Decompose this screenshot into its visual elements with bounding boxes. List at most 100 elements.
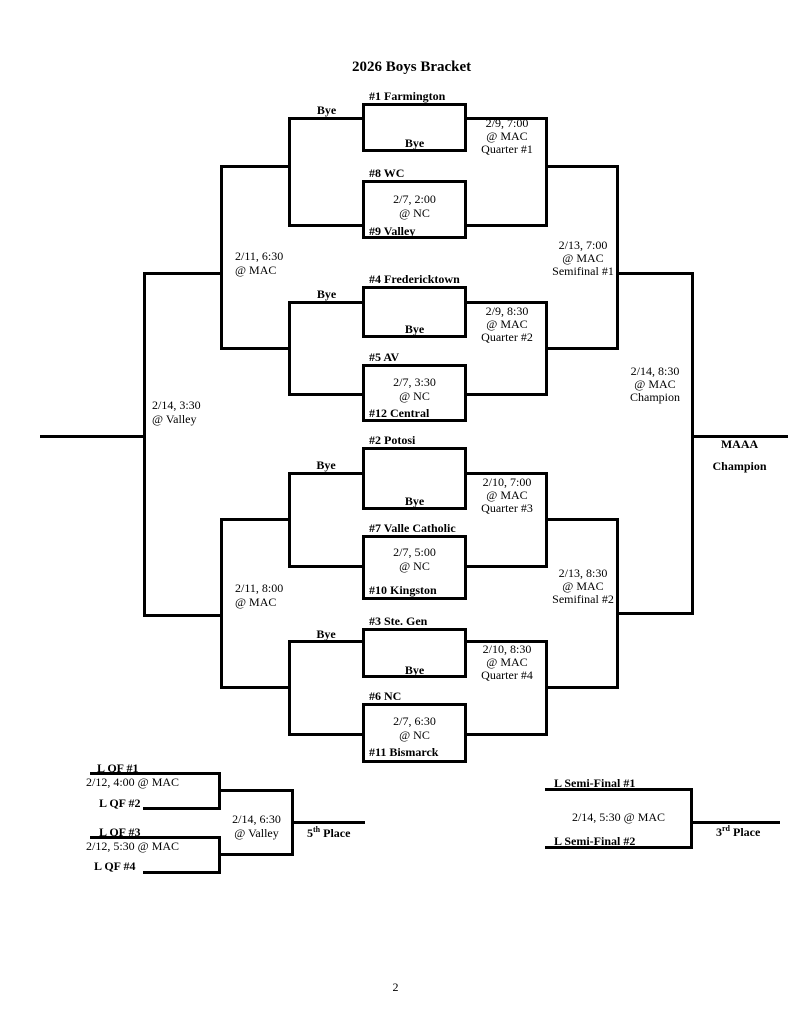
game-venue: @ MAC — [562, 579, 604, 593]
quarter-label: 2/9, 8:30 @ MAC Quarter #2 — [467, 305, 547, 344]
quarter-label: 2/10, 8:30 @ MAC Quarter #4 — [467, 643, 547, 682]
bracket-line — [545, 518, 619, 521]
bracket-line — [290, 224, 362, 227]
bracket-line — [220, 518, 290, 521]
game-box — [362, 628, 467, 678]
place-text: Place — [730, 825, 761, 839]
bracket-line — [220, 165, 290, 168]
bracket-line — [290, 640, 362, 643]
game-datetime: 2/11, 8:00 — [235, 581, 284, 595]
game-venue: @ Valley — [234, 826, 279, 840]
game-venue: @ MAC — [562, 251, 604, 265]
consolation-entry: L QF #2 — [99, 796, 141, 810]
bracket-line — [290, 565, 362, 568]
bracket-line — [464, 224, 548, 227]
bracket-line — [545, 347, 619, 350]
game-datetime: 2/14, 8:30 — [630, 364, 680, 378]
bracket-line — [691, 272, 694, 615]
place-ordinal: th — [313, 825, 321, 834]
game-info: 2/7, 2:00 @ NC — [362, 192, 467, 220]
quarter-venue: @ MAC — [486, 129, 528, 143]
box-bye-label: Bye — [404, 494, 425, 508]
game-name: Semifinal #1 — [552, 264, 614, 278]
bracket-line — [90, 836, 221, 839]
game-datetime: 2/13, 8:30 — [558, 566, 608, 580]
semifinal-label: 2/13, 8:30 @ MAC Semifinal #2 — [548, 567, 618, 606]
game-venue: @ NC — [399, 559, 430, 573]
bracket-line — [290, 117, 363, 120]
bracket-line — [220, 518, 223, 689]
game-info: 2/7, 6:30 @ NC — [362, 714, 467, 742]
game-box — [362, 447, 467, 510]
semifinal-label: 2/13, 7:00 @ MAC Semifinal #1 — [548, 239, 618, 278]
game-venue: @ MAC — [235, 263, 277, 277]
bracket-line — [143, 807, 221, 810]
bracket-line — [288, 117, 291, 227]
game-box — [362, 103, 467, 152]
bracket-line — [40, 435, 146, 438]
seed-label: #4 Fredericktown — [369, 272, 460, 286]
quarter-name: Quarter #4 — [481, 668, 533, 682]
bye-label: Bye — [316, 458, 336, 472]
game-info: 2/7, 3:30 @ NC — [362, 375, 467, 403]
bracket-line — [616, 165, 619, 350]
quarter-label: 2/9, 7:00 @ MAC Quarter #1 — [467, 117, 547, 156]
consolation-entry: L QF #1 — [97, 761, 139, 775]
bracket-line — [464, 117, 548, 120]
consolation-entry: L Semi-Final #1 — [554, 776, 636, 790]
game-box — [362, 180, 467, 239]
game-datetime: 2/13, 7:00 — [558, 238, 608, 252]
game-venue: @ MAC — [235, 595, 277, 609]
consolation-entry: L Semi-Final #2 — [554, 834, 636, 848]
left-final-label: 2/14, 3:30 @ Valley — [152, 398, 201, 426]
quarter-name: Quarter #2 — [481, 330, 533, 344]
consolation-game-info: 2/12, 5:30 @ MAC — [86, 839, 180, 853]
bracket-line — [616, 612, 694, 615]
champion-title: MAAA — [720, 437, 759, 451]
consolation-entry: L QF #3 — [99, 825, 141, 839]
box-bye-label: Bye — [404, 663, 425, 677]
bracket-title: 2026 Boys Bracket — [352, 59, 472, 75]
left-game-label: 2/11, 8:00 @ MAC — [235, 581, 283, 609]
bye-label: Bye — [316, 103, 337, 117]
bracket-line — [290, 301, 363, 304]
bracket-line — [290, 733, 362, 736]
quarter-date: 2/10, 7:00 — [482, 475, 532, 489]
seed-label: #3 Ste. Gen — [369, 614, 428, 628]
quarter-name: Quarter #1 — [481, 142, 533, 156]
bracket-line — [545, 788, 692, 791]
game-venue: @ NC — [399, 206, 430, 220]
game-datetime: 2/7, 5:00 — [393, 545, 436, 559]
bracket-line — [691, 435, 788, 438]
bracket-line — [220, 165, 223, 350]
bracket-line — [464, 733, 548, 736]
bracket-line — [545, 117, 548, 227]
place-ordinal: rd — [722, 824, 730, 833]
bracket-line — [690, 788, 693, 849]
seed-label: #5 AV — [369, 350, 400, 364]
bye-label: Bye — [316, 627, 336, 641]
quarter-label: 2/10, 7:00 @ MAC Quarter #3 — [467, 476, 547, 515]
bracket-line — [545, 846, 692, 849]
bracket-line — [218, 853, 294, 856]
seed-bottom-label: #11 Bismarck — [369, 745, 439, 759]
bracket-line — [220, 686, 290, 689]
third-place-game-info: 2/14, 5:30 @ MAC — [571, 810, 666, 824]
bracket-line — [143, 614, 222, 617]
quarter-date: 2/9, 7:00 — [485, 116, 529, 130]
bracket-line — [464, 393, 548, 396]
game-datetime: 2/7, 3:30 — [393, 375, 436, 389]
quarter-venue: @ MAC — [486, 655, 528, 669]
bracket-line — [143, 871, 221, 874]
seed-label: #6 NC — [369, 689, 402, 703]
bye-label: Bye — [316, 287, 337, 301]
bracket-line — [218, 789, 294, 792]
seed-label: #8 WC — [369, 166, 405, 180]
bracket-line — [690, 821, 780, 824]
game-datetime: 2/14, 6:30 — [232, 812, 281, 826]
game-datetime: 2/14, 3:30 — [152, 398, 201, 412]
bracket-line — [143, 272, 222, 275]
consolation-game-info: 2/12, 4:00 @ MAC — [86, 775, 180, 789]
game-venue: @ MAC — [634, 377, 676, 391]
bracket-line — [290, 472, 362, 475]
